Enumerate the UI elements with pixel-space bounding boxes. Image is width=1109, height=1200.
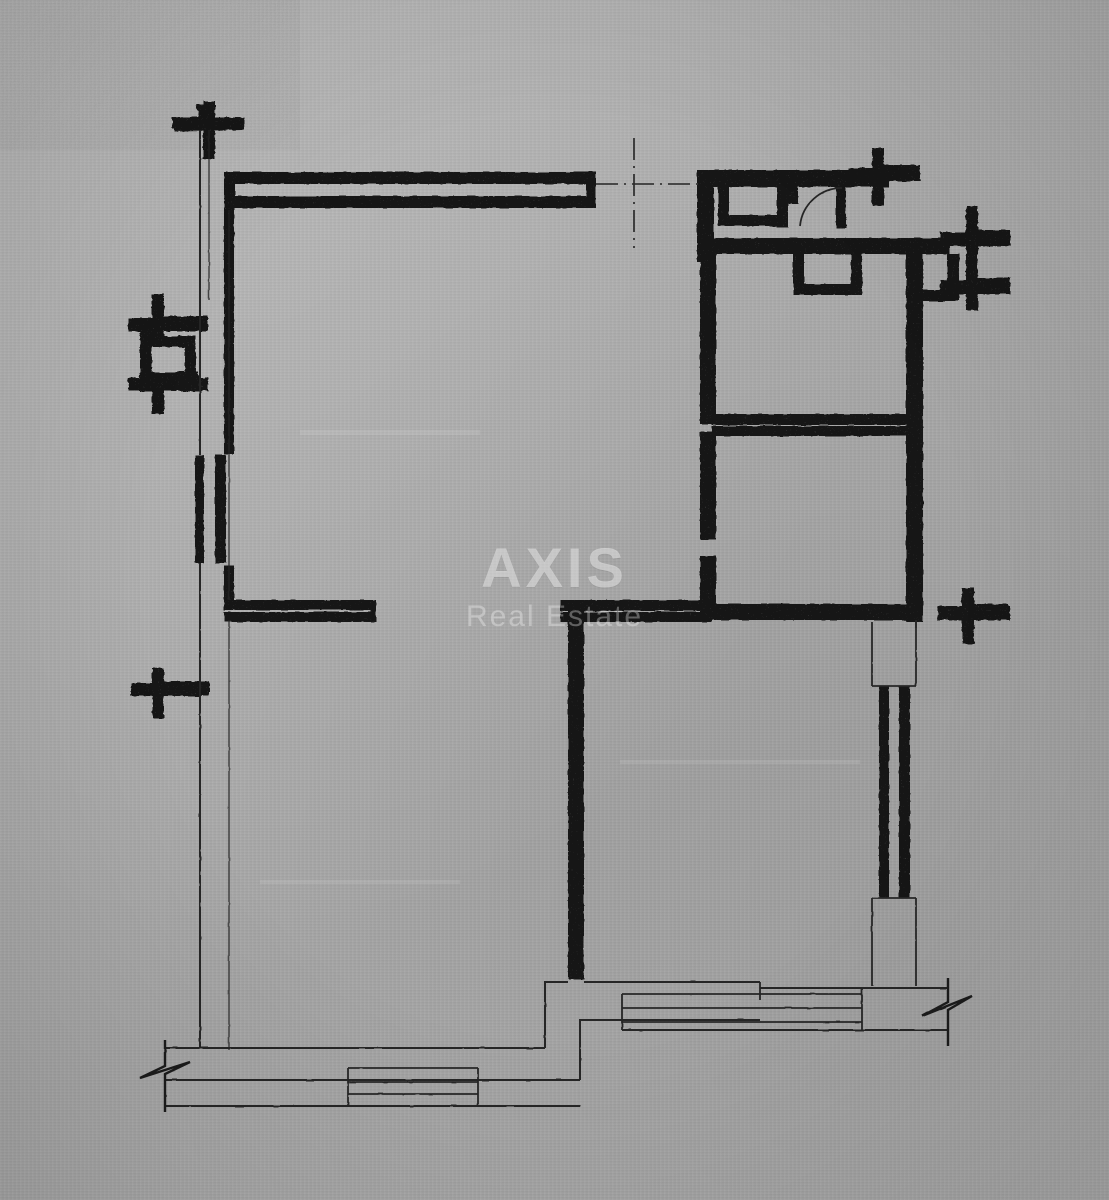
marker-left-lower bbox=[131, 668, 210, 718]
marker-top-right bbox=[848, 148, 920, 206]
centerline-axis bbox=[164, 138, 700, 1112]
balcony-bottom-left bbox=[165, 1067, 580, 1107]
dimension-markers bbox=[128, 101, 1010, 718]
break-line-left bbox=[139, 1040, 191, 1112]
marker-top-left bbox=[172, 101, 244, 159]
marker-right-upper bbox=[940, 206, 1010, 310]
balcony-bottom-right bbox=[621, 987, 948, 1031]
break-line-right bbox=[921, 978, 973, 1046]
marker-left-upper bbox=[128, 294, 208, 414]
marker-right-lower bbox=[938, 588, 1010, 644]
